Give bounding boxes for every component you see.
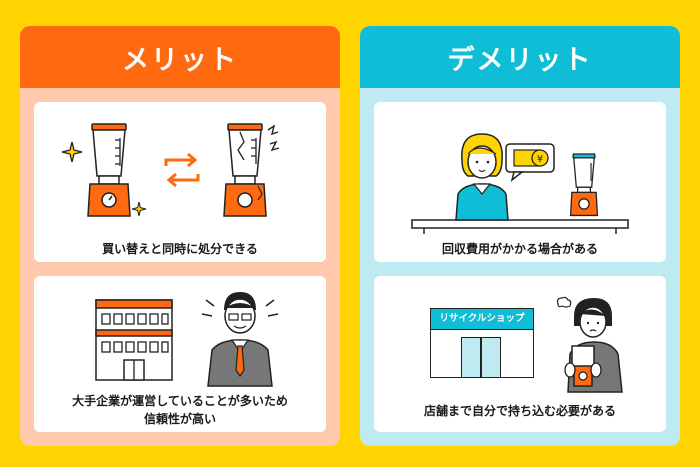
merit-card-trust-caption-line1: 大手企業が運営していることが多いため	[72, 394, 288, 408]
yen-speech-bubble-icon: ¥	[505, 143, 555, 182]
merit-card-trust: 大手企業が運営していることが多いため 信頼性が高い	[34, 276, 326, 432]
counter-icon	[411, 219, 629, 234]
merit-panel: メリット	[20, 26, 340, 446]
sparkle-icon	[61, 141, 83, 163]
merit-card-replace: 買い替えと同時に処分できる	[34, 102, 326, 262]
sparkle-icon	[131, 201, 147, 217]
demerit-header: デメリット	[360, 26, 680, 88]
demerit-card-fee: ¥ 回収費用がかかる場合がある	[374, 102, 666, 262]
businessman-icon	[201, 292, 279, 387]
office-building-icon	[95, 299, 173, 381]
blender-icon	[87, 123, 131, 217]
demerit-card-carry: リサイクルショップ 店舗まで自分で持ち込む必要がある	[374, 276, 666, 432]
broken-blender-icon	[223, 123, 280, 217]
demerit-card-fee-caption: 回収費用がかかる場合がある	[441, 242, 598, 256]
blender-icon	[569, 153, 599, 217]
merit-card-replace-caption: 買い替えと同時に処分できる	[102, 242, 258, 256]
person-carrying-blender-icon	[556, 296, 623, 393]
swap-arrows-icon	[164, 152, 200, 188]
merit-header: メリット	[20, 26, 340, 88]
demerit-panel: デメリット ¥	[360, 26, 680, 446]
svg-text:¥: ¥	[537, 154, 543, 165]
receptionist-icon	[455, 133, 509, 221]
shop-sign: リサイクルショップ	[431, 309, 533, 330]
demerit-card-carry-caption: 店舗まで自分で持ち込む必要がある	[423, 404, 616, 418]
recycle-shop-icon: リサイクルショップ	[430, 308, 534, 378]
merit-card-trust-caption-line2: 信頼性が高い	[143, 412, 216, 426]
